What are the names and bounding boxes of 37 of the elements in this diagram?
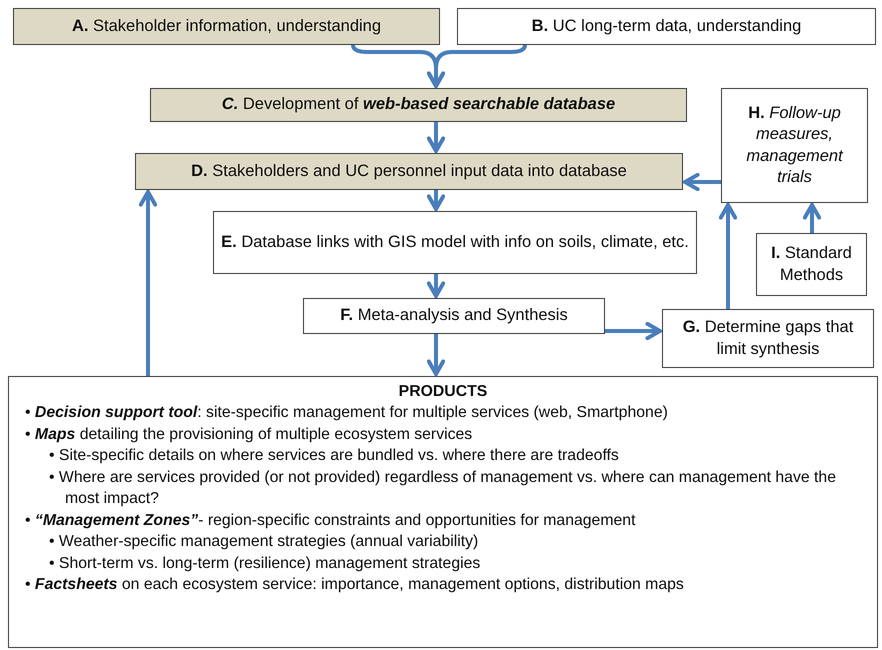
process-box <box>303 298 605 334</box>
box-label: I. Standard Methods <box>770 243 853 286</box>
process-box <box>756 233 867 296</box>
process-box <box>662 309 874 368</box>
box-label: C. Development of web-based searchable database <box>222 94 616 116</box>
bullet-item: • “Management Zones”- region-specific constraints and opportunities for management <box>25 510 636 531</box>
bullet-item: • Short-term vs. long-term (resilience) management strategies <box>49 554 482 574</box>
box-label: E. Database links with GIS model with info on soils, climate, etc. <box>221 232 689 253</box>
arrow <box>605 322 662 340</box>
box-label: B. UC long-term data, understanding <box>532 16 802 37</box>
bullet-item: • Site-specific details on where services are bundled vs. where there are tradeoffs <box>49 446 620 466</box>
arrow <box>426 122 446 153</box>
box-label: F. Meta-analysis and Synthesis <box>340 305 568 326</box>
arrow <box>683 172 721 192</box>
process-box <box>213 211 697 274</box>
process-box <box>150 88 687 122</box>
process-box <box>721 88 868 203</box>
bullet-item: • Factsheets on each ecosystem service: importance, management options, distribution maps <box>25 575 685 596</box>
bullet-item: • Weather-specific management strategies (annual variability) <box>49 532 480 552</box>
box-label: A. Stakeholder information, understanding <box>72 16 382 37</box>
bullet-item: • Decision support tool: site-specific management for multiple services (web, Smartphone) <box>25 403 669 424</box>
box-label: G. Determine gaps that limit synthesis <box>682 317 854 360</box>
bullet-item: • Maps detailing the provisioning of multiple ecosystem services <box>25 424 474 445</box>
process-box <box>457 8 876 45</box>
arrow <box>138 190 158 376</box>
section-heading: PRODUCTS <box>398 382 488 402</box>
process-box <box>135 153 683 190</box>
box-label: D. Stakeholders and UC personnel input data into database <box>191 160 627 182</box>
process-box <box>13 8 440 45</box>
arrow <box>718 203 738 309</box>
arrow <box>802 203 822 233</box>
products-box <box>8 376 878 648</box>
box-label: H. Follow-up measures, management trials <box>745 102 844 188</box>
arrow <box>426 274 446 298</box>
arrow <box>426 190 446 211</box>
bullet-item: • Where are services provided (or not provided) regardless of management vs. where can management have the most impact? <box>49 468 837 510</box>
arrow <box>426 334 446 376</box>
